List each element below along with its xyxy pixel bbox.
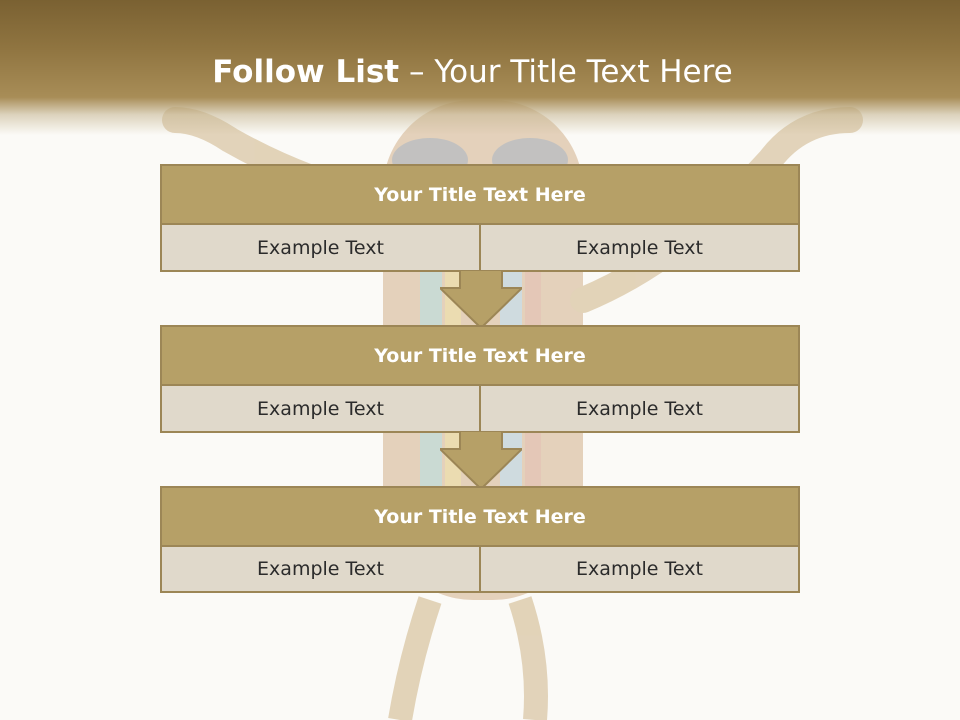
step-row: Example Text Example Text bbox=[162, 386, 798, 431]
step-row: Example Text Example Text bbox=[162, 547, 798, 591]
step-right-text: Example Text bbox=[479, 225, 798, 270]
step-box-1: Your Title Text Here Example Text Exampl… bbox=[160, 164, 800, 272]
down-arrow-icon bbox=[440, 431, 522, 491]
step-right-text: Example Text bbox=[479, 547, 798, 591]
step-left-text: Example Text bbox=[257, 397, 384, 420]
step-box-3: Your Title Text Here Example Text Exampl… bbox=[160, 486, 800, 593]
step-title: Your Title Text Here bbox=[162, 488, 798, 547]
slide-title-rest: – Your Title Text Here bbox=[408, 54, 733, 90]
step-title: Your Title Text Here bbox=[162, 166, 798, 225]
step-box-2: Your Title Text Here Example Text Exampl… bbox=[160, 325, 800, 433]
slide-title-bold: Follow List bbox=[212, 54, 400, 90]
step-left-text: Example Text bbox=[257, 558, 384, 580]
slide-title: Follow List – Your Title Text Here bbox=[0, 54, 945, 90]
step-left-text: Example Text bbox=[257, 236, 384, 259]
header-band bbox=[0, 0, 960, 135]
step-title: Your Title Text Here bbox=[162, 327, 798, 386]
step-right-text: Example Text bbox=[479, 386, 798, 431]
down-arrow-icon bbox=[440, 270, 522, 330]
step-row: Example Text Example Text bbox=[162, 225, 798, 270]
